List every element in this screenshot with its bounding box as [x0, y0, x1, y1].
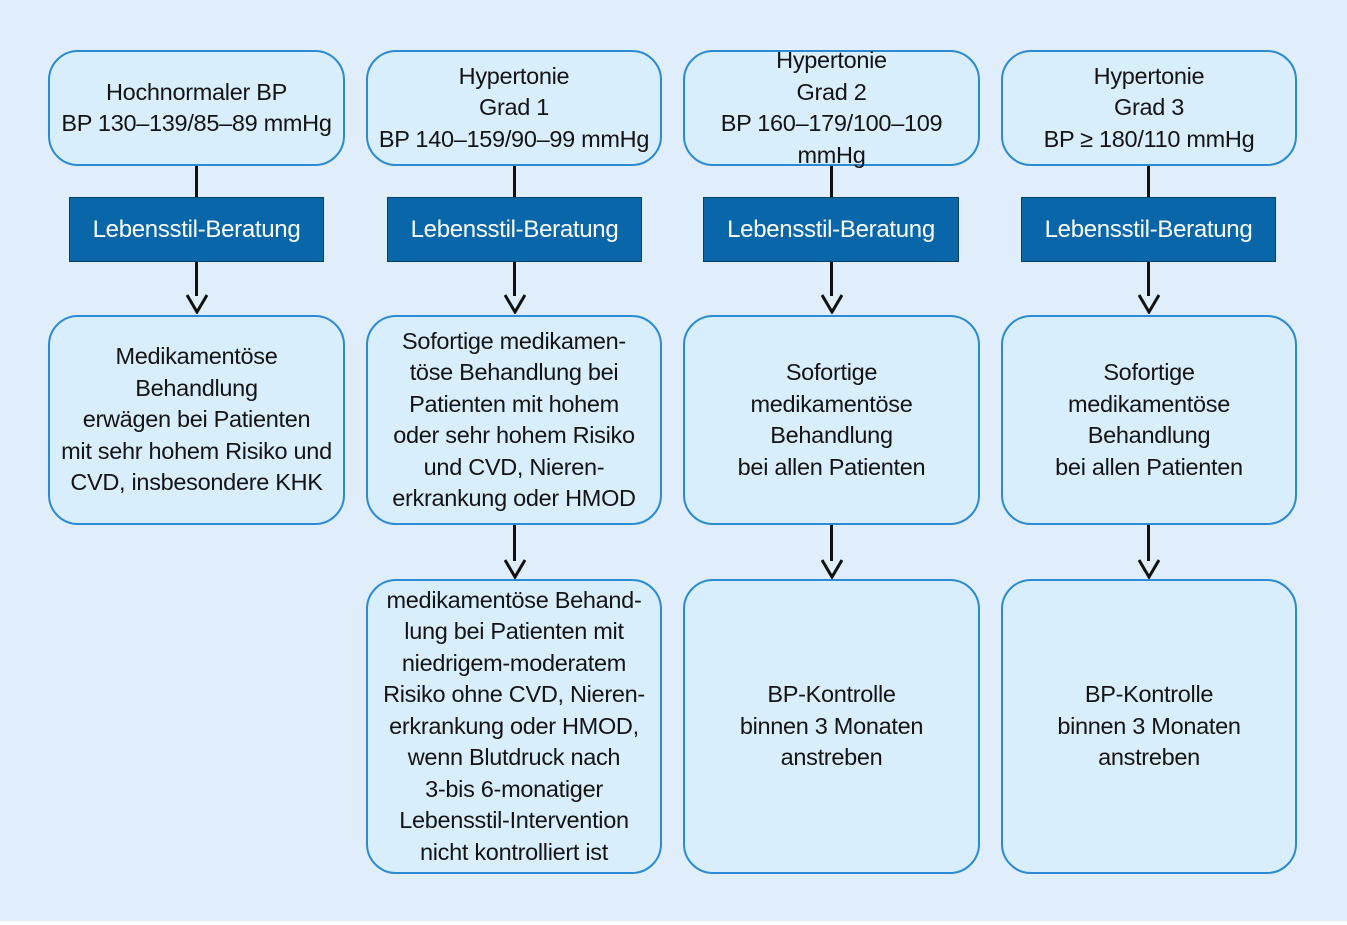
arrow-down-icon: [186, 294, 208, 314]
followup-text-grade-3: BP-Kontrolle binnen 3 Monaten anstreben: [1057, 681, 1241, 771]
followup-text-grade-2: BP-Kontrolle binnen 3 Monaten anstreben: [739, 681, 924, 771]
treatment-box-grade-1: Sofortige medikamen- töse Behandlung bei…: [366, 315, 662, 525]
lifestyle-advice-label: Lebensstil-Beratung: [92, 215, 301, 243]
treatment-box-high-normal: Medikamentöse Behandlung erwägen bei Pat…: [48, 315, 345, 525]
connector-line: [830, 525, 833, 561]
lifestyle-advice-box-grade-1: Lebensstil-Beratung: [387, 197, 642, 262]
lifestyle-advice-label: Lebensstil-Beratung: [410, 215, 619, 243]
followup-box-grade-1: medikamentöse Behand- lung bei Patienten…: [366, 579, 662, 874]
lifestyle-advice-box-grade-3: Lebensstil-Beratung: [1021, 197, 1276, 262]
arrow-down-icon: [504, 559, 526, 579]
treatment-box-grade-2: Sofortige medikamentöse Behandlung bei a…: [683, 315, 980, 525]
lifestyle-advice-label: Lebensstil-Beratung: [1044, 215, 1253, 243]
header-box-grade-3: Hypertonie Grad 3 BP ≥ 180/110 mmHg: [1001, 50, 1297, 166]
connector-line: [513, 166, 516, 197]
header-text-grade-2: Hypertonie Grad 2 BP 160–179/100–109 mmH…: [720, 47, 943, 168]
connector-line: [1147, 166, 1150, 197]
followup-box-grade-2: BP-Kontrolle binnen 3 Monaten anstreben: [683, 579, 980, 874]
arrow-down-icon: [821, 294, 843, 314]
followup-box-grade-3: BP-Kontrolle binnen 3 Monaten anstreben: [1001, 579, 1297, 874]
arrow-down-icon: [1138, 559, 1160, 579]
connector-line: [830, 166, 833, 197]
connector-line: [513, 525, 516, 561]
lifestyle-advice-box-grade-2: Lebensstil-Beratung: [703, 197, 959, 262]
followup-text-grade-1: medikamentöse Behand- lung bei Patienten…: [383, 586, 645, 865]
arrow-down-icon: [1138, 294, 1160, 314]
header-box-grade-1: Hypertonie Grad 1 BP 140–159/90–99 mmHg: [366, 50, 662, 166]
bottom-margin: [0, 921, 1347, 925]
lifestyle-advice-label: Lebensstil-Beratung: [727, 215, 935, 243]
treatment-box-grade-3: Sofortige medikamentöse Behandlung bei a…: [1001, 315, 1297, 525]
header-box-grade-2: Hypertonie Grad 2 BP 160–179/100–109 mmH…: [683, 47, 980, 168]
lifestyle-advice-box-high-normal: Lebensstil-Beratung: [69, 197, 324, 262]
connector-line: [830, 262, 833, 296]
header-box-high-normal: Hochnormaler BP BP 130–139/85–89 mmHg: [48, 50, 345, 166]
connector-line: [1147, 525, 1150, 561]
connector-line: [513, 262, 516, 296]
header-text-grade-1: Hypertonie Grad 1 BP 140–159/90–99 mmHg: [378, 62, 650, 152]
treatment-text-grade-3: Sofortige medikamentöse Behandlung bei a…: [1055, 359, 1243, 480]
header-text-high-normal: Hochnormaler BP BP 130–139/85–89 mmHg: [61, 78, 332, 137]
connector-line: [1147, 262, 1150, 296]
connector-line: [195, 262, 198, 296]
treatment-text-high-normal: Medikamentöse Behandlung erwägen bei Pat…: [61, 343, 332, 496]
arrow-down-icon: [504, 294, 526, 314]
arrow-down-icon: [821, 559, 843, 579]
header-text-grade-3: Hypertonie Grad 3 BP ≥ 180/110 mmHg: [1043, 62, 1255, 152]
treatment-text-grade-1: Sofortige medikamen- töse Behandlung bei…: [392, 327, 636, 512]
connector-line: [195, 166, 198, 197]
treatment-text-grade-2: Sofortige medikamentöse Behandlung bei a…: [737, 359, 926, 480]
